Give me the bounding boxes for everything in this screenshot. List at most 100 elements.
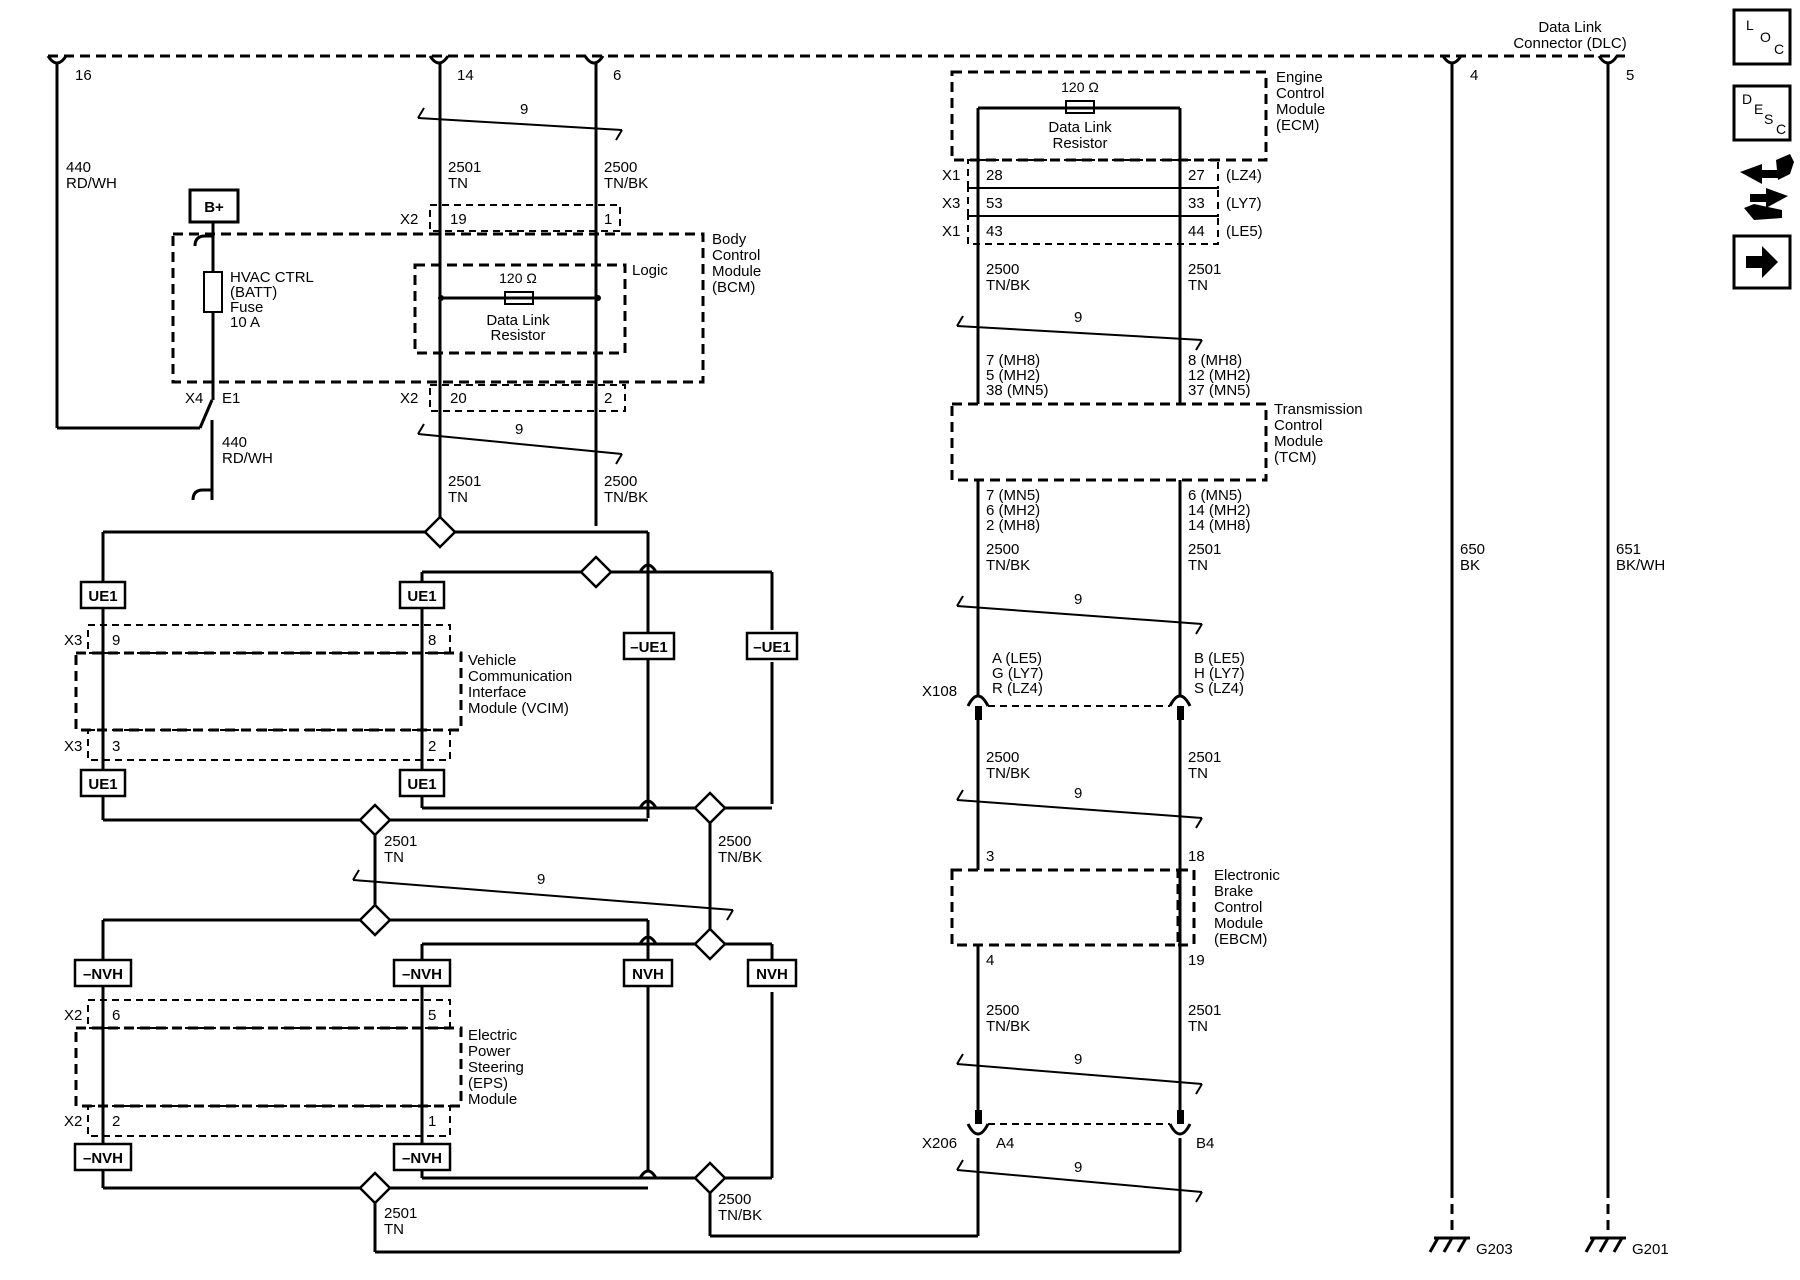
opt-not-nvh-eps-top-left: –NVH [83, 966, 123, 983]
ground-icon [1584, 1236, 1626, 1253]
ecm-row2-conn: X3 [942, 195, 960, 212]
ecm-row3-conn: X1 [942, 223, 960, 240]
desc-letter-c: C [1776, 121, 1786, 137]
ecm-2501-color: TN [1188, 277, 1208, 294]
opt-nvh-tnbk: NVH [756, 966, 788, 983]
splice-2500-bcm [579, 555, 613, 589]
tcm-bot-right-1: 6 (MN5) [1188, 487, 1242, 504]
desc-letter-e: E [1754, 101, 1763, 117]
x206-pin-b4: B4 [1196, 1135, 1214, 1152]
vcim-conn-x3-top: X3 [64, 632, 82, 649]
ecm-name-4: (ECM) [1276, 117, 1319, 134]
bcm-top-2500: 2500 [604, 159, 637, 176]
tcm-bot-left-1: 7 (MN5) [986, 487, 1040, 504]
circuit-440-label: 440 [66, 159, 91, 176]
tcm-top-left-1: 7 (MH8) [986, 352, 1040, 369]
tcm-2501-color: TN [1188, 557, 1208, 574]
opt-ue1-vcim-top-right: UE1 [407, 588, 436, 605]
bcm-conn-x2-bottom: X2 [400, 390, 418, 407]
ecm-resistor-symbol [1065, 100, 1095, 114]
tcm-bot-right-3: 14 (MH8) [1188, 517, 1251, 534]
vcim-2501-label: 2501 [384, 833, 417, 850]
desc-letter-s: S [1764, 111, 1773, 127]
ecm-row3-opt: (LE5) [1226, 223, 1263, 240]
tcm-name-1: Transmission [1274, 401, 1363, 418]
splice-2500-eps [693, 927, 727, 961]
ebcm-pin-18: 18 [1188, 848, 1205, 865]
bcm-res-value: 120 Ω [499, 270, 537, 286]
ecm-module: 120 Ω Data Link Resistor Engine Control … [942, 69, 1325, 294]
loc-letter-l: L [1746, 17, 1754, 33]
fuse-symbol [203, 271, 223, 313]
bcm-top-2500-color: TN/BK [604, 175, 648, 192]
repair-tools-icon[interactable] [1740, 154, 1794, 220]
side-icons: L O C D E S C [1732, 8, 1794, 290]
tcm-2500-color: TN/BK [986, 557, 1030, 574]
ecm-row1-left: 28 [986, 167, 1003, 184]
circuit-651-color: BK/WH [1616, 557, 1665, 574]
bcm-bottom-2501: 2501 [448, 473, 481, 490]
bottom-2501-color: TN [384, 1221, 404, 1238]
ecm-row1-opt: (LZ4) [1226, 167, 1262, 184]
ecm-res-label-2: Resistor [1052, 135, 1107, 152]
power-feed-440: 440 RD/WH B+ HVAC CTRL (BATT) Fuse 10 A … [55, 62, 314, 501]
x108-right-1: B (LE5) [1194, 650, 1245, 667]
twist-label-ecm: 9 [1074, 309, 1082, 326]
opt-ue1-vcim-bottom-right: UE1 [407, 776, 436, 793]
next-arrow-icon[interactable] [1732, 234, 1792, 290]
x206-conn-label: X206 [922, 1135, 957, 1152]
description-icon[interactable]: D E S C [1732, 84, 1792, 142]
ebcm-name-1: Electronic [1214, 867, 1280, 884]
tcm-bot-left-2: 6 (MH2) [986, 502, 1040, 519]
ground-icon [1428, 1236, 1470, 1253]
x108-2501-label: 2501 [1188, 749, 1221, 766]
ecm-row1-conn: X1 [942, 167, 960, 184]
tcm-2501-label: 2501 [1188, 541, 1221, 558]
ebcm-name-4: Module [1214, 915, 1263, 932]
fuse-label-3: Fuse [230, 299, 263, 316]
x206-pin-a4: A4 [996, 1135, 1014, 1152]
ebcm-module: 3 18 Electronic Brake Control Module (EB… [950, 848, 1280, 1035]
tcm-bot-right-2: 14 (MH2) [1188, 502, 1251, 519]
x108-2501-color: TN [1188, 765, 1208, 782]
x108-2500-color: TN/BK [986, 765, 1030, 782]
bcm-pin-19: 19 [450, 211, 467, 228]
twist-label-bcm-bottom: 9 [515, 421, 523, 438]
bcm-name-1: Body [712, 231, 747, 248]
vcim-name-2: Communication [468, 668, 572, 685]
ecm-name-2: Control [1276, 85, 1324, 102]
loc-letter-c: C [1774, 41, 1784, 57]
ecm-row2-opt: (LY7) [1226, 195, 1262, 212]
ecm-row2-left: 53 [986, 195, 1003, 212]
tcm-top-left-2: 5 (MH2) [986, 367, 1040, 384]
bcm-wires: 9 2501 TN 2500 TN/BK 9 2501 TN 2500 TN/B… [417, 62, 648, 532]
splice-2501-bcm [423, 515, 457, 549]
ecm-row3-left: 43 [986, 223, 1003, 240]
twist-label-left: 9 [537, 871, 545, 888]
eps-pin-5: 5 [428, 1007, 436, 1024]
left-network-wires: 2501 TN 2500 TN/BK 9 2501 TN 2500 TN/BK [101, 515, 1180, 1254]
location-icon[interactable]: L O C [1732, 8, 1792, 66]
opt-not-nvh-eps-top-right: –NVH [402, 966, 442, 983]
dlc-pin-5: 5 [1626, 67, 1634, 84]
ground-g203: G203 [1476, 1241, 1513, 1258]
eps-pin-6: 6 [112, 1007, 120, 1024]
eps-name-1: Electric [468, 1027, 518, 1044]
twist-label-bcm-top: 9 [520, 101, 528, 118]
bcm-top-2501-color: TN [448, 175, 468, 192]
circuit-440-color-2: RD/WH [222, 450, 273, 467]
dlc-pin-16: 16 [75, 67, 92, 84]
ecm-row2-right: 33 [1188, 195, 1205, 212]
vcim-name-4: Module (VCIM) [468, 700, 569, 717]
splice-2501-bottom [358, 1171, 392, 1205]
eps-module: X2 6 5 X2 2 1 Electric Power Steering (E… [64, 986, 524, 1144]
ground-g201: G201 [1632, 1241, 1669, 1258]
splice-2501-vcim [358, 803, 392, 837]
bottom-2501-label: 2501 [384, 1205, 417, 1222]
ecm-res-label-1: Data Link [1048, 119, 1112, 136]
tcm-name-2: Control [1274, 417, 1322, 434]
loc-letter-o: O [1760, 29, 1771, 45]
bcm-res-label-2: Resistor [490, 327, 545, 344]
bcm-pin-1: 1 [604, 211, 612, 228]
x108-left-1: A (LE5) [992, 650, 1042, 667]
